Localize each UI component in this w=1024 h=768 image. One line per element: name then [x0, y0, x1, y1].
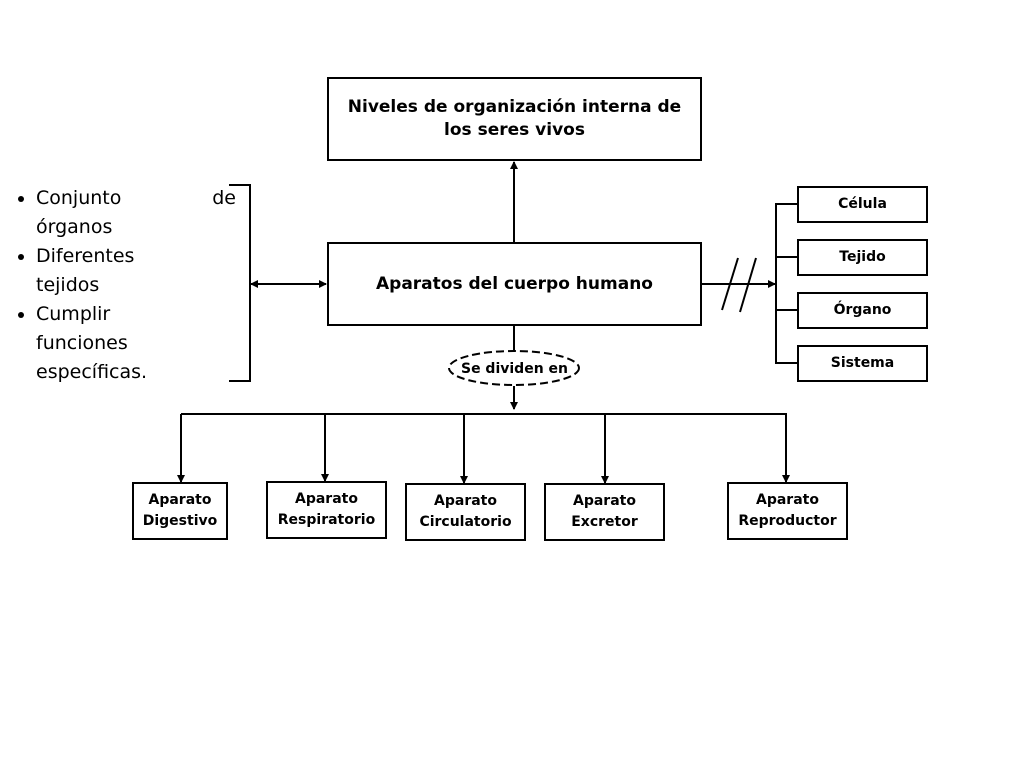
- feature-item: Diferentes tejidos: [36, 242, 146, 300]
- feature-list: Conjunto de órganos Diferentes tejidos Cu…: [14, 184, 236, 387]
- divide-ellipse: [448, 350, 580, 386]
- feature-text: órganos: [36, 216, 113, 238]
- title-node: Niveles de organización interna de los s…: [327, 77, 702, 161]
- level-node-celula: Célula: [797, 186, 928, 223]
- system-text: Respiratorio: [277, 512, 376, 528]
- feature-item: Cumplir funciones específicas.: [36, 300, 166, 387]
- level-text: Célula: [838, 196, 887, 213]
- feature-text: Conjunto: [36, 187, 122, 209]
- break-mark-2: [739, 257, 757, 313]
- level-node-sistema: Sistema: [797, 345, 928, 382]
- level-text: Órgano: [833, 302, 892, 319]
- break-mark-1: [721, 257, 739, 311]
- feature-text: de: [212, 187, 236, 209]
- system-text: Aparato: [295, 491, 358, 507]
- level-node-tejido: Tejido: [797, 239, 928, 276]
- feature-text: Diferentes tejidos: [36, 245, 135, 296]
- system-text: Aparato: [573, 493, 636, 509]
- system-text: Excretor: [571, 514, 638, 530]
- level-text: Sistema: [830, 355, 895, 372]
- title-text: Niveles de organización interna de los s…: [347, 97, 682, 140]
- feature-item: Conjunto de órganos: [36, 184, 236, 242]
- feature-text: Cumplir funciones específicas.: [36, 303, 148, 383]
- system-text: Reproductor: [738, 513, 837, 529]
- system-text: Aparato: [434, 493, 497, 509]
- level-text: Tejido: [839, 249, 886, 266]
- system-text: Aparato: [756, 492, 819, 508]
- levels-bracket: [775, 203, 797, 364]
- system-text: Digestivo: [142, 513, 218, 529]
- main-node: Aparatos del cuerpo humano: [327, 242, 702, 326]
- main-node-text: Aparatos del cuerpo humano: [376, 273, 653, 294]
- level-node-organo: Órgano: [797, 292, 928, 329]
- divide-label: Se dividen en: [460, 360, 569, 377]
- system-text: Aparato: [148, 492, 212, 508]
- system-text: Circulatorio: [419, 514, 512, 530]
